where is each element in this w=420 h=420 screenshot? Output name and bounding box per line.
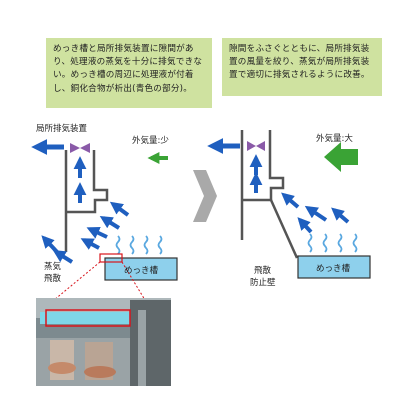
- plating-tank-photo: [36, 298, 171, 386]
- left-hood: [64, 150, 109, 252]
- splash-prevention-wall: [269, 199, 299, 259]
- left-device-label: 局所排気装置: [36, 124, 88, 134]
- left-suction-arrow-3: [86, 227, 108, 239]
- left-vapor-label-2: 飛散: [44, 274, 62, 284]
- right-wall-label-1: 飛散: [254, 266, 272, 276]
- right-suction-arrow-1: [281, 192, 300, 209]
- left-callout-line-1: [47, 261, 101, 306]
- right-wall-label-2: 防止壁: [250, 278, 276, 288]
- right-suction-arrow-2: [304, 205, 328, 222]
- left-vapor-escape-arrow-2: [52, 249, 74, 264]
- right-hood: [240, 130, 299, 259]
- left-outside-air-label: 外気量:少: [132, 136, 169, 146]
- left-tank-deposit-highlight: [99, 253, 123, 263]
- right-vapor-waves: [307, 233, 358, 253]
- left-suction-arrow-1: [109, 201, 130, 217]
- right-plating-tank: [297, 255, 371, 279]
- right-explanation-note: 隙間をふさぐとともに、局所排気装置の風量を絞り、蒸気が局所排気装置で適切に排気さ…: [222, 38, 382, 96]
- left-vapor-label-1: 蒸気: [44, 262, 62, 272]
- left-tank-label: めっき槽: [124, 266, 159, 276]
- right-tank-label: めっき槽: [316, 264, 351, 274]
- right-suction-arrow-3: [331, 207, 350, 224]
- left-vapor-waves: [115, 235, 163, 255]
- transition-arrow-icon: [193, 170, 217, 222]
- right-outside-air-arrow: [324, 142, 358, 172]
- left-suction-arrow-4: [80, 238, 100, 250]
- right-outside-air-label: 外気量:大: [316, 134, 353, 144]
- left-explanation-note: めっき槽と局所排気装置に隙間があり、処理液の蒸気を十分に排気できない。めっき槽の…: [46, 38, 212, 108]
- right-suction-arrow-4: [297, 217, 313, 234]
- left-suction-arrow-2: [99, 215, 121, 230]
- left-damper-icon: [70, 143, 90, 153]
- right-damper-icon: [247, 141, 265, 151]
- left-callout-line-2: [121, 261, 149, 306]
- left-vapor-escape-arrow-1: [41, 235, 60, 255]
- photo-deposit-outline: [45, 309, 131, 327]
